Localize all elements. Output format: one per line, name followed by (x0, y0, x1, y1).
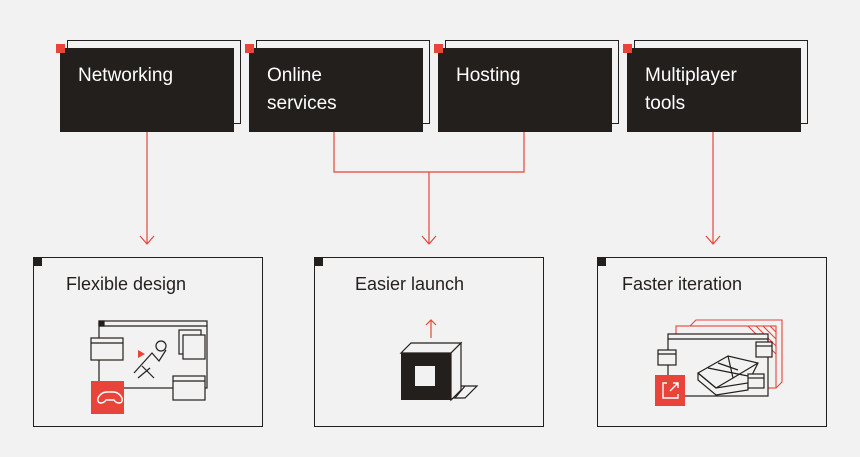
connector-online-hosting (333, 132, 525, 243)
corner-marker (434, 44, 443, 53)
outcome-box-easier-launch: Easier launch (313, 256, 544, 427)
source-label: Networking (78, 65, 174, 86)
outcome-box-flexible-design: Flexible design (32, 256, 263, 427)
corner-marker (313, 256, 323, 266)
gamepad-window-icon (90, 320, 208, 414)
outcome-label: Faster iteration (622, 274, 743, 294)
outcome-box-faster-iteration: Faster iteration (596, 256, 827, 427)
source-box-hosting: Hosting (434, 40, 619, 132)
outcome-label: Easier launch (355, 274, 465, 294)
corner-marker (596, 256, 606, 266)
arrowhead-launch (421, 235, 437, 245)
terrain-iteration-icon (655, 319, 783, 406)
source-box-multiplayer-tools: Multiplayer tools (623, 40, 808, 132)
source-box-networking: Networking (56, 40, 241, 132)
corner-marker (32, 256, 42, 266)
source-box-online-services: Online services (245, 40, 430, 132)
source-label: Hosting (456, 65, 521, 86)
corner-marker (245, 44, 254, 53)
source-label: Online services (267, 65, 337, 114)
corner-marker (623, 44, 632, 53)
arrowhead-networking (139, 235, 155, 245)
corner-marker (56, 44, 65, 53)
launch-cube-icon (399, 319, 479, 402)
source-label: Multiplayer tools (645, 65, 737, 114)
arrowhead-multiplayer (705, 235, 721, 245)
outcome-label: Flexible design (66, 274, 187, 294)
